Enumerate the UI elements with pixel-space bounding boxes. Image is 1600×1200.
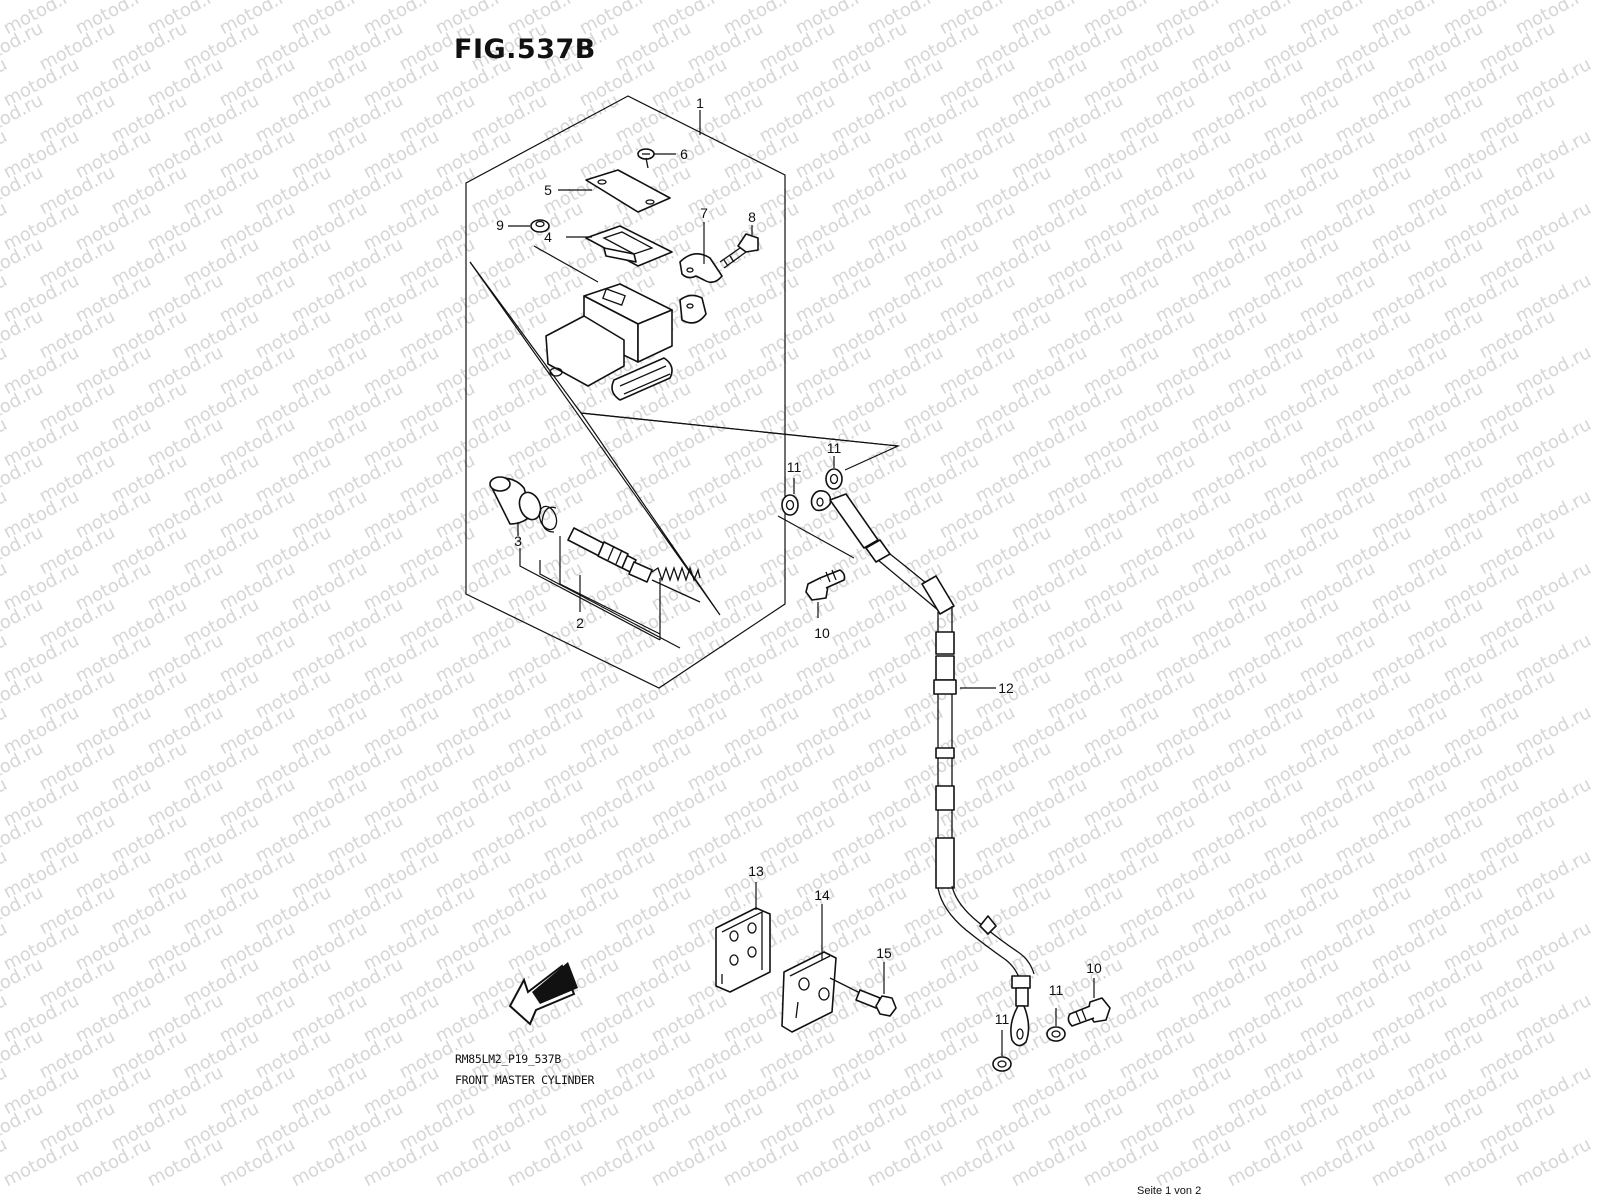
diaphragm-icon	[585, 225, 673, 267]
reservoir-cap-icon	[585, 169, 671, 213]
bolt-icon	[719, 233, 759, 269]
crush-washer-icon	[992, 1026, 1066, 1072]
master-cylinder-body-icon	[545, 283, 673, 401]
washer-icon	[530, 219, 550, 233]
callout-14: 14	[814, 887, 830, 903]
callout-12: 12	[998, 680, 1014, 696]
callout-7: 7	[700, 205, 708, 221]
callout-11-a: 11	[787, 459, 802, 475]
brake-hose-icon	[810, 490, 1035, 1047]
callout-11-c: 11	[1049, 982, 1064, 998]
banjo-bolt-icon	[1067, 997, 1111, 1027]
piston-spring-icon	[567, 527, 701, 603]
callout-4: 4	[544, 229, 552, 245]
callout-bracket	[519, 548, 661, 641]
callout-10-lower: 10	[1086, 960, 1102, 976]
callout-11-d: 11	[995, 1011, 1010, 1027]
diagram-caption: FRONT MASTER CYLINDER	[455, 1073, 595, 1087]
model-code: RM85LM2_P19_537B	[455, 1052, 561, 1066]
bolt-icon	[829, 977, 897, 1017]
banjo-bolt-icon	[805, 569, 846, 601]
hose-clamp-icon	[715, 907, 771, 993]
callout-8: 8	[748, 209, 756, 225]
snap-ring-icon	[518, 491, 558, 533]
screw-icon	[637, 148, 655, 169]
callout-3: 3	[514, 533, 522, 549]
fwd-arrow-icon	[508, 962, 578, 1026]
holder-clamp-icon	[679, 253, 723, 324]
hose-guide-bracket-icon	[781, 951, 837, 1033]
figure-title: FIG.537B	[454, 34, 596, 65]
callout-6: 6	[680, 146, 688, 162]
callout-15: 15	[876, 945, 892, 961]
page-indicator: Seite 1 von 2	[1137, 1185, 1202, 1197]
guide-triangle-lower	[469, 261, 721, 616]
crush-washer-icon	[781, 468, 843, 516]
callout-11-b: 11	[827, 440, 842, 456]
assembly-outline	[465, 95, 786, 689]
callout-10-upper: 10	[814, 625, 830, 641]
callout-9: 9	[496, 217, 504, 233]
callout-2: 2	[576, 615, 584, 631]
callout-5: 5	[544, 182, 552, 198]
callout-13: 13	[748, 863, 764, 879]
callout-1: 1	[696, 95, 704, 111]
